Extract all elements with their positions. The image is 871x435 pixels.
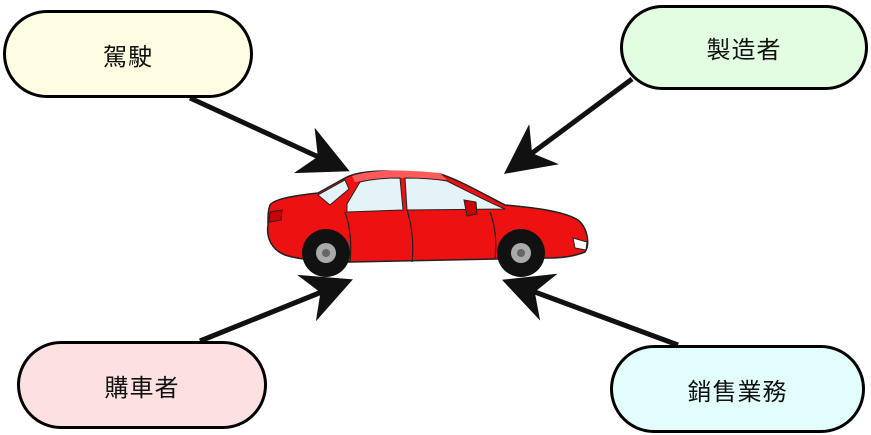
node-sales: 銷售業務 — [610, 345, 865, 433]
arrow-buyer-to-car — [199, 274, 353, 344]
node-driver-label: 駕駛 — [103, 42, 153, 71]
node-buyer-label: 購車者 — [104, 373, 180, 402]
car-icon — [266, 170, 589, 277]
arrow-driver-to-car — [188, 95, 350, 174]
node-maker-label: 製造者 — [706, 36, 782, 64]
node-sales-label: 銷售業務 — [687, 377, 788, 406]
arrow-maker-to-car — [503, 76, 634, 174]
node-buyer: 購車者 — [17, 341, 267, 429]
arrow-sales-to-car — [501, 273, 679, 348]
node-maker: 製造者 — [620, 5, 868, 90]
node-driver: 駕駛 — [3, 10, 253, 98]
